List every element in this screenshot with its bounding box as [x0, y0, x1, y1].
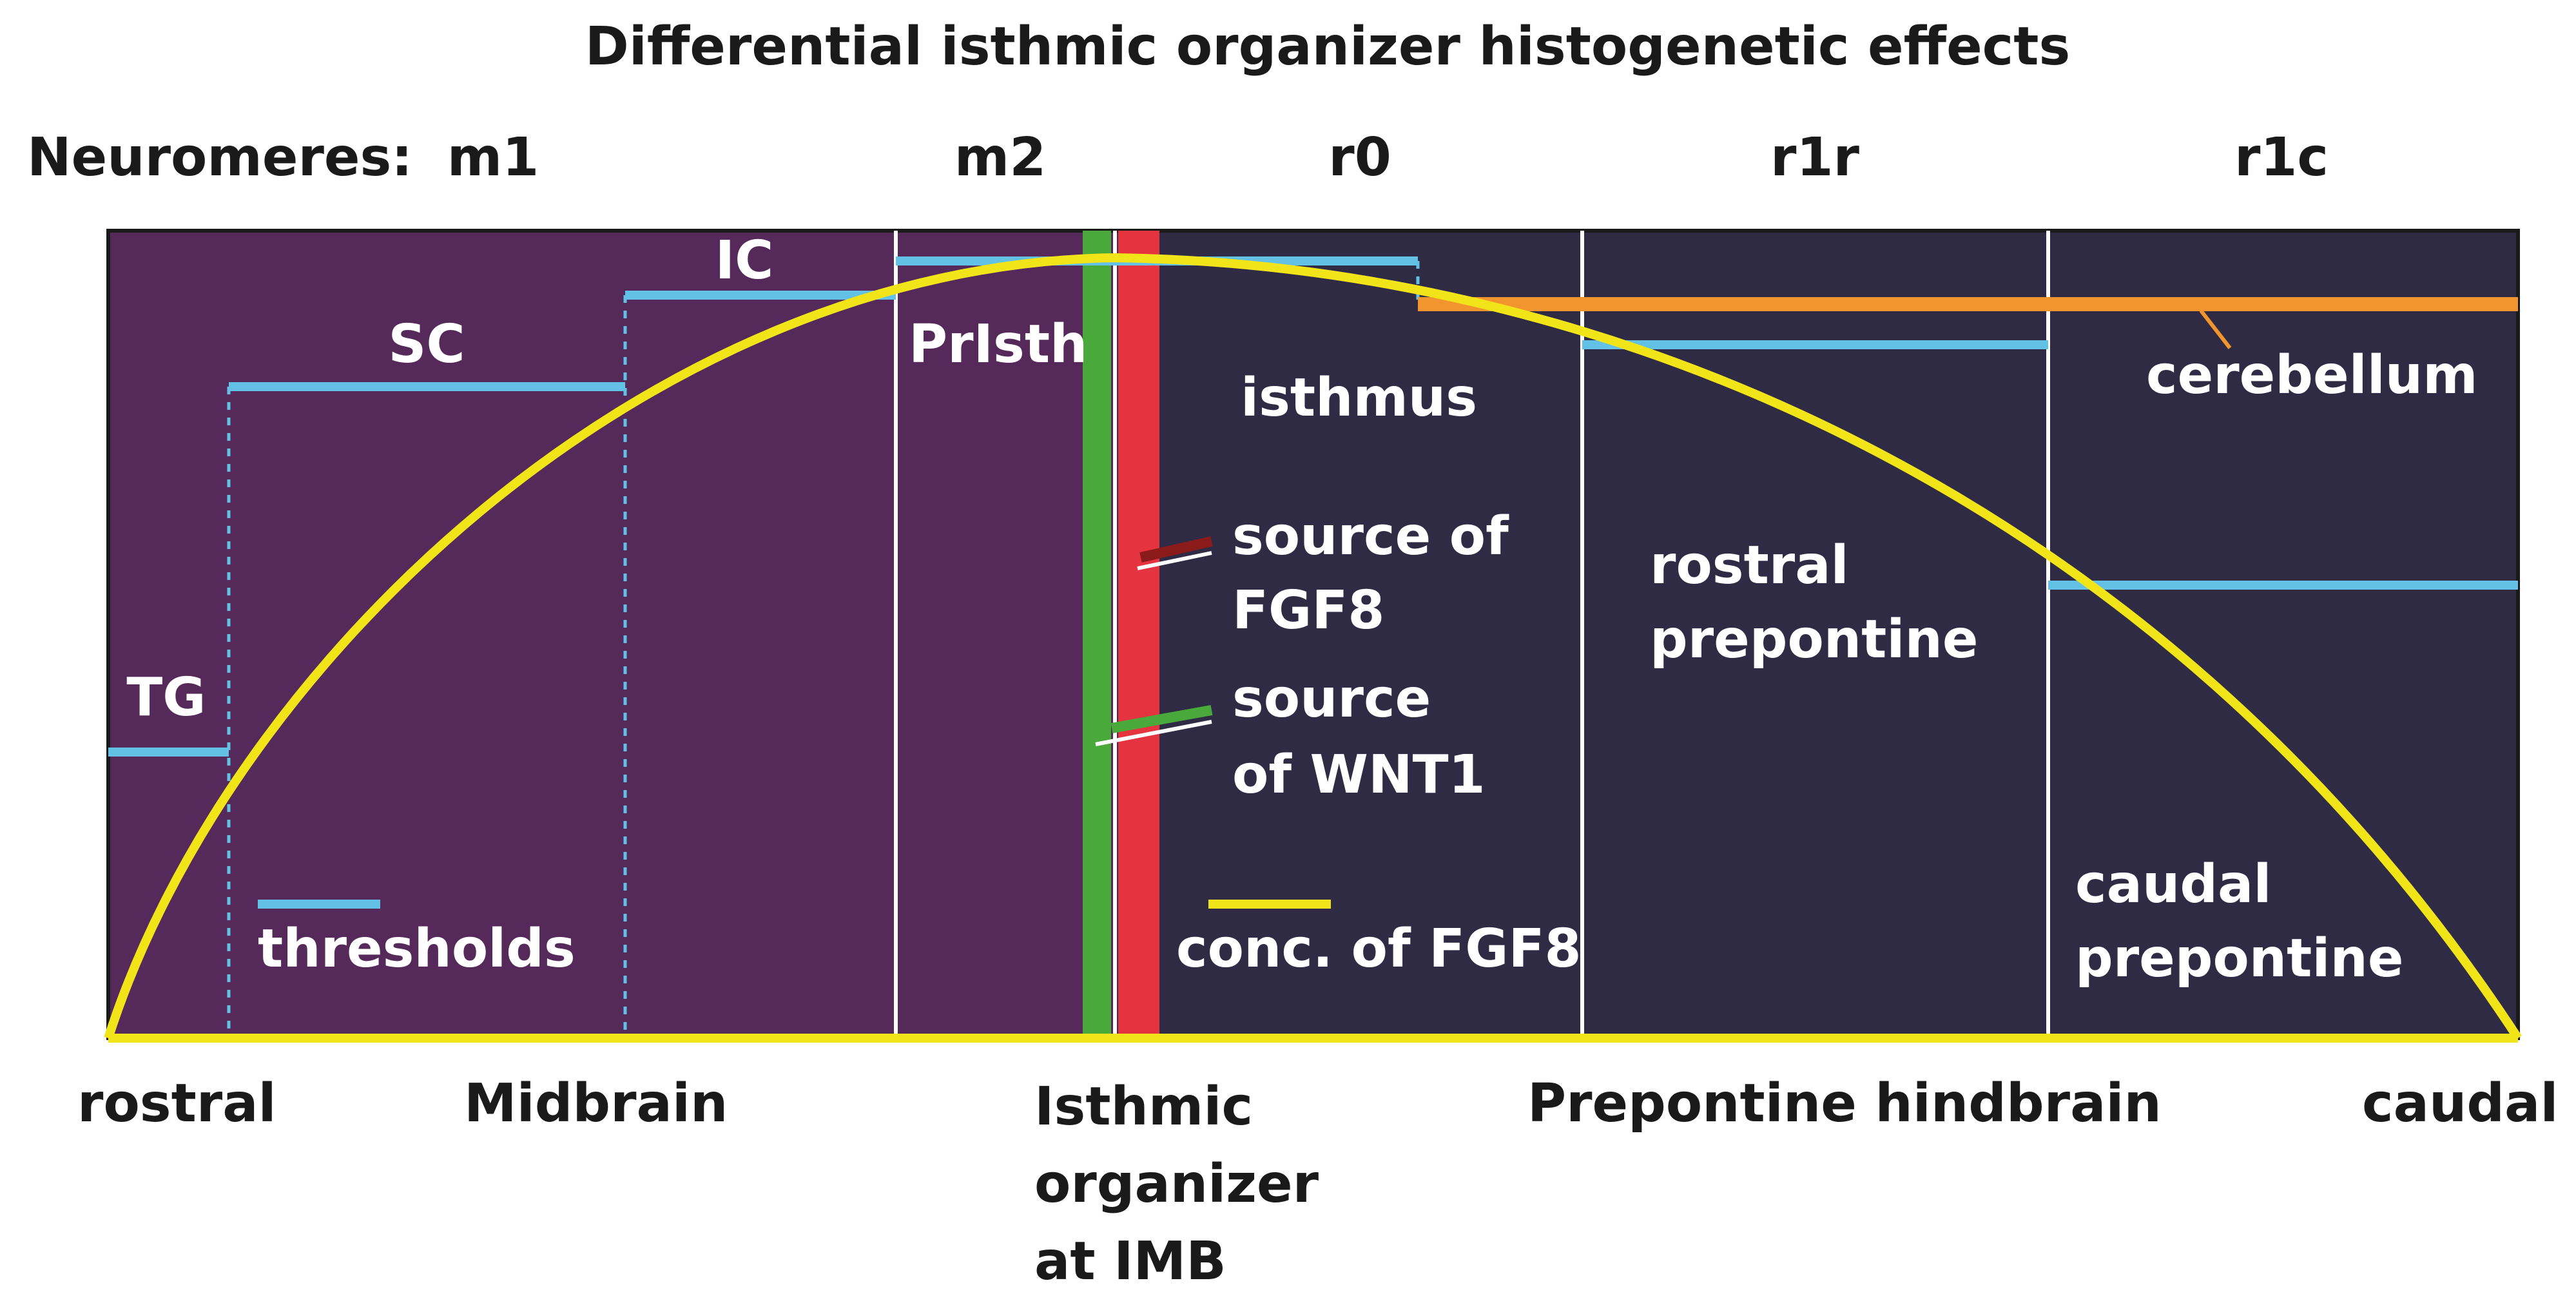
fgf8-source-band	[1118, 231, 1159, 1038]
hindbrain-background	[1118, 231, 2518, 1038]
legend-thresholds: thresholds	[258, 918, 576, 980]
neuromere-m1: m1	[447, 127, 539, 188]
axis-caudal: caudal	[2362, 1073, 2558, 1134]
cerebellum-pointer	[2199, 309, 2232, 349]
neuromere-m2: m2	[954, 127, 1047, 188]
legend-fgf8-conc: conc. of FGF8	[1176, 918, 1582, 980]
label-pristh: PrIsth	[909, 314, 1087, 375]
label-caudal-prepontine-1: caudal	[2075, 854, 2271, 915]
label-rostral-prepontine-1: rostral	[1650, 535, 1849, 596]
label-sc: SC	[388, 314, 465, 375]
label-ic: IC	[715, 230, 774, 291]
fgf8-concentration-curve	[104, 253, 2522, 1041]
axis-rostral: rostral	[77, 1073, 276, 1134]
wnt1-source-band	[1083, 231, 1111, 1038]
neuromeres-label: Neuromeres:	[27, 127, 412, 188]
legend-wnt1-source-1: source	[1232, 668, 1431, 729]
legend-wnt1-source-2: of WNT1	[1232, 744, 1486, 806]
fgf8-source-swatch	[1139, 536, 1213, 563]
label-isthmus: isthmus	[1241, 367, 1477, 429]
label-cerebellum: cerebellum	[2146, 345, 2478, 406]
fgf8-source-pointer	[1137, 551, 1212, 570]
axis-prepontine-hindbrain: Prepontine hindbrain	[1527, 1073, 2162, 1134]
axis-isthmic-organizer-3: at IMB	[1034, 1231, 1226, 1292]
label-rostral-prepontine-2: prepontine	[1650, 609, 1978, 670]
neuromere-r0: r0	[1328, 127, 1391, 188]
wnt1-source-pointer	[1095, 720, 1212, 746]
label-caudal-prepontine-2: prepontine	[2075, 928, 2403, 989]
label-tg: TG	[126, 667, 206, 728]
axis-isthmic-organizer-1: Isthmic	[1034, 1076, 1253, 1137]
wnt1-source-swatch	[1110, 705, 1213, 733]
legend-fgf8-source-1: source of	[1232, 506, 1509, 567]
neuromere-r1c: r1c	[2234, 127, 2329, 188]
diagram-title: Differential isthmic organizer histogene…	[585, 16, 2071, 77]
axis-isthmic-organizer-2: organizer	[1034, 1153, 1319, 1215]
legend-fgf8-source-2: FGF8	[1232, 580, 1384, 641]
axis-midbrain: Midbrain	[464, 1073, 728, 1134]
neuromere-r1r: r1r	[1770, 127, 1859, 188]
